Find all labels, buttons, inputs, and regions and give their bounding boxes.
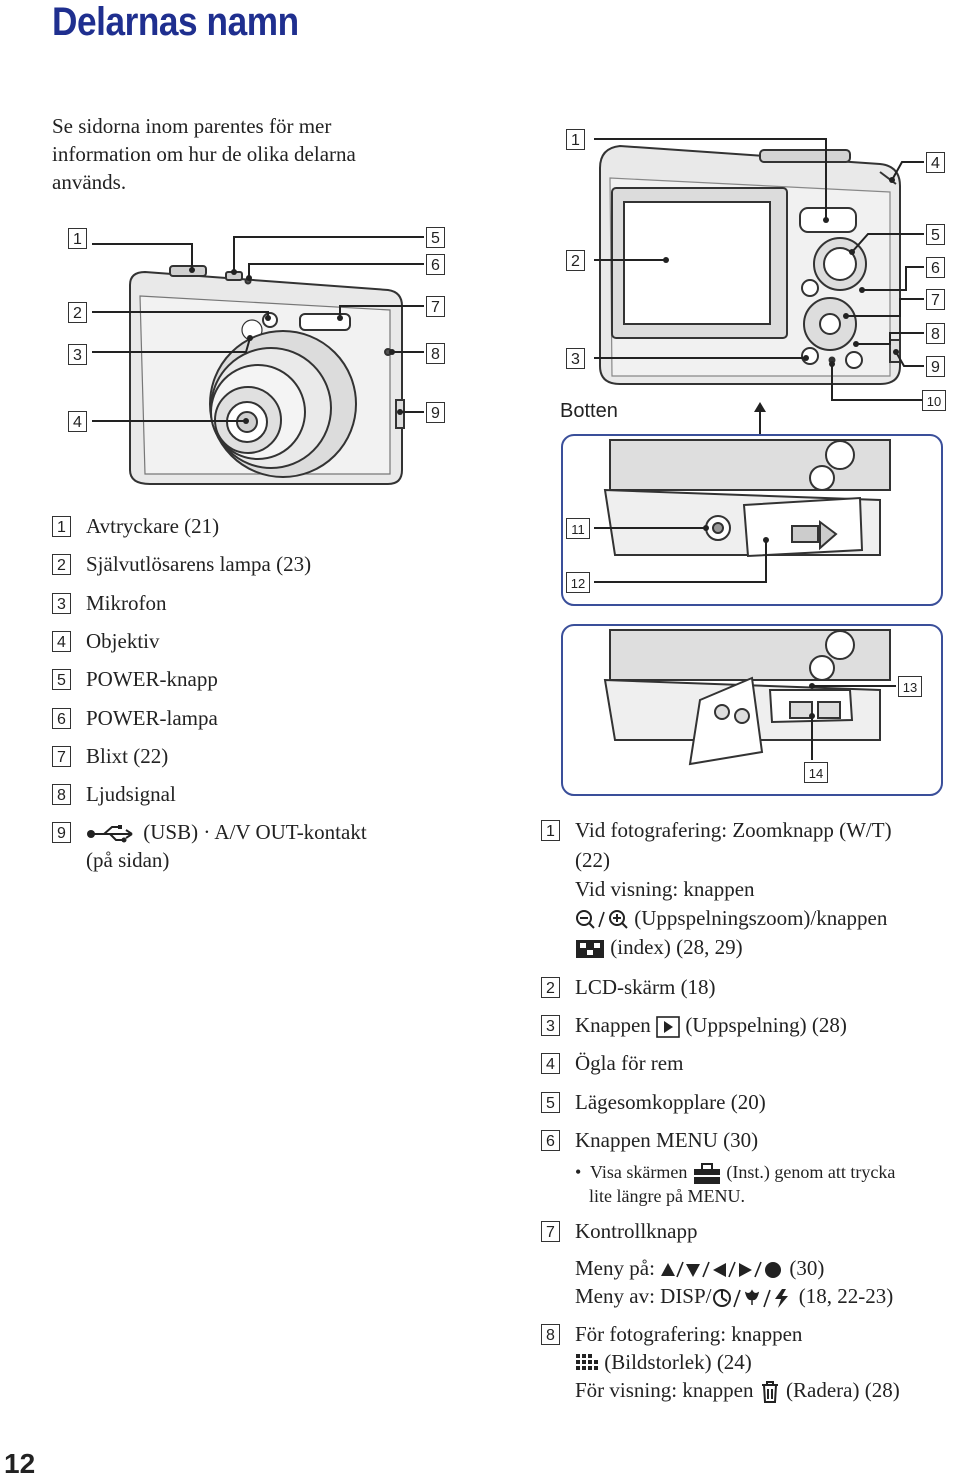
callout-back-3: 3 <box>566 348 585 369</box>
callout-front-2: 2 <box>68 302 87 323</box>
control-arrows-icon <box>661 1261 782 1279</box>
callout-back-2: 2 <box>566 250 585 271</box>
timer-macro-flash-icon <box>712 1289 788 1309</box>
callout-front-3: 3 <box>68 344 87 365</box>
index-icon <box>576 940 604 959</box>
callout-back-7: 7 <box>926 289 945 310</box>
settings-toolbox-icon <box>693 1162 720 1184</box>
usb-label: (USB) · A/V OUT-kontakt <box>143 820 367 844</box>
callout-back-14: 14 <box>804 762 828 783</box>
bottom-view-label: Botten <box>560 400 618 422</box>
callout-back-8: 8 <box>926 323 945 344</box>
image-size-icon <box>576 1354 598 1371</box>
callout-front-5: 5 <box>426 227 445 248</box>
callout-back-4: 4 <box>926 152 945 173</box>
callout-front-7: 7 <box>426 296 445 317</box>
callout-back-12: 12 <box>566 572 590 593</box>
page-number: 12 <box>4 1448 36 1479</box>
callout-front-9: 9 <box>426 402 445 423</box>
callout-back-5: 5 <box>926 224 945 245</box>
callout-front-6: 6 <box>426 254 445 275</box>
page-title: Delarnas namn <box>52 0 299 44</box>
callout-back-11: 11 <box>566 518 590 539</box>
trash-icon <box>761 1381 778 1404</box>
callout-front-1: 1 <box>68 228 87 249</box>
callout-back-9: 9 <box>926 356 945 377</box>
callout-front-8: 8 <box>426 343 445 364</box>
callout-back-1: 1 <box>566 129 585 150</box>
playback-icon <box>656 1016 680 1038</box>
callout-back-10: 10 <box>922 390 946 411</box>
callout-back-6: 6 <box>926 257 945 278</box>
callout-back-13: 13 <box>898 676 922 697</box>
callout-front-4: 4 <box>68 411 87 432</box>
usb-icon <box>87 825 133 843</box>
zoom-out-zoom-in-icon <box>576 910 628 929</box>
intro-text: Se sidorna inom parentes för mer informa… <box>52 114 356 194</box>
